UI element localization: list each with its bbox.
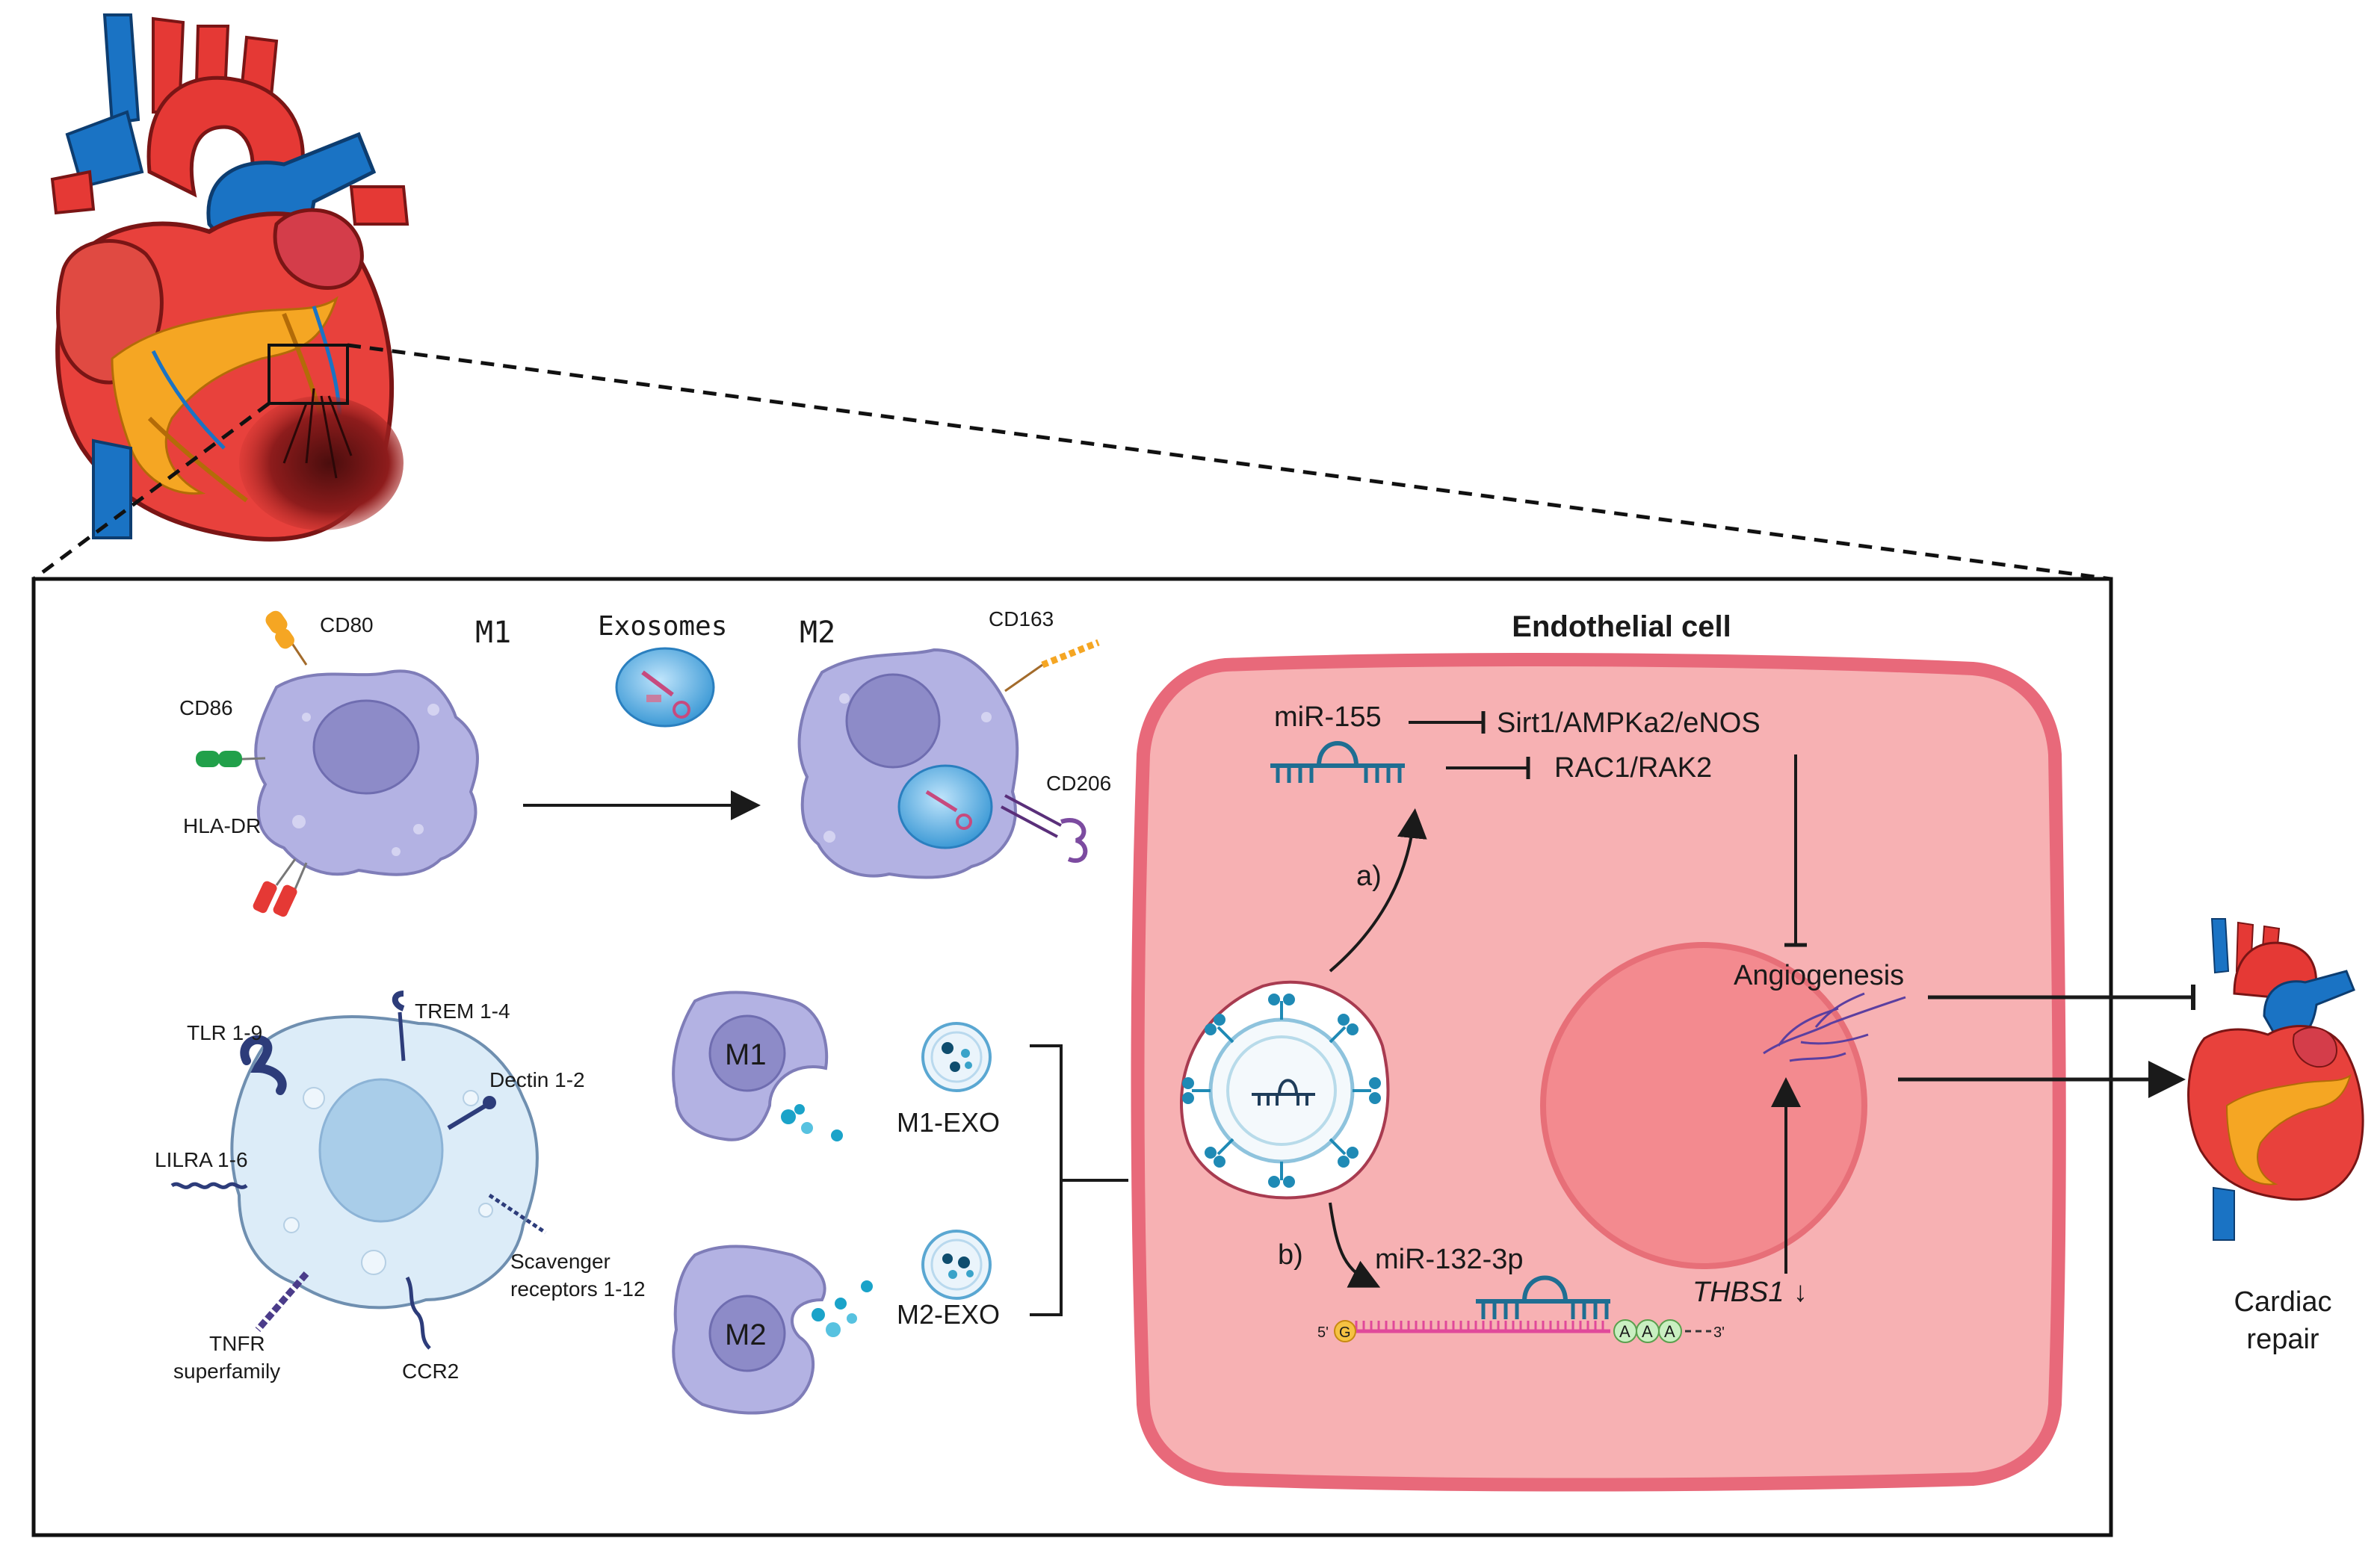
zoom-box xyxy=(268,344,349,405)
m2-exo-vesicle-icon xyxy=(921,1230,992,1300)
mir155-label: miR-155 xyxy=(1274,701,1382,733)
cd80-label: CD80 xyxy=(320,613,374,636)
tnfr-label-2: superfamily xyxy=(173,1360,280,1383)
poly-a-label-1: A xyxy=(1619,1322,1631,1341)
g-cap-label: G xyxy=(1339,1324,1351,1341)
poly-a-label-2: A xyxy=(1642,1322,1653,1341)
m2-exo-label: M2-EXO xyxy=(897,1299,1000,1330)
hla-dr-receptor-icon xyxy=(253,858,308,917)
scavenger-receptor-icon xyxy=(488,1193,547,1235)
tnfr-label-1: TNFR xyxy=(209,1332,265,1355)
trem-label: TREM 1-4 xyxy=(415,1000,510,1023)
cd206-label: CD206 xyxy=(1046,772,1111,795)
ccr2-receptor-icon xyxy=(405,1276,431,1350)
mrna-strand-icon xyxy=(1334,1275,1711,1343)
hla-dr-label: HLA-DR xyxy=(183,814,261,837)
dectin-receptor-icon xyxy=(447,1096,496,1130)
cd86-label: CD86 xyxy=(179,696,233,719)
cd86-receptor-icon xyxy=(196,751,266,767)
trem-receptor-icon xyxy=(392,991,406,1062)
rac1-label: RAC1/RAK2 xyxy=(1554,752,1712,784)
scavenger-label-2: receptors 1-12 xyxy=(510,1277,646,1301)
m1-macrophage-icon xyxy=(254,669,479,876)
lilra-receptor-icon xyxy=(170,1182,248,1189)
m1-exo-label: M1-EXO xyxy=(897,1107,1000,1138)
tnfr-receptor-icon xyxy=(255,1271,309,1332)
three-prime-label: 3' xyxy=(1713,1324,1725,1341)
m2-macrophage-icon xyxy=(797,648,1019,879)
endothelial-cell-title: Endothelial cell xyxy=(1512,610,1731,643)
pathway-a-arrow xyxy=(1329,808,1427,973)
ccr2-label: CCR2 xyxy=(402,1360,459,1383)
cardiac-repair-label-1: Cardiac xyxy=(2234,1286,2332,1318)
cd163-receptor-icon xyxy=(1004,639,1100,692)
scavenger-label-1: Scavenger xyxy=(510,1250,611,1273)
thbs1-label: THBS1 xyxy=(1693,1277,1784,1308)
poly-a-label-3: A xyxy=(1664,1322,1675,1341)
internalized-exosome-icon xyxy=(1179,980,1390,1200)
m1-title: M1 xyxy=(475,616,511,650)
cardiac-repair-label-2: repair xyxy=(2246,1324,2319,1355)
zoom-line-left xyxy=(32,401,271,581)
inhibit-cardiac-arrow xyxy=(1928,985,2195,1010)
pathway-a-label: a) xyxy=(1356,861,1382,892)
endothelial-nucleus xyxy=(1540,942,1867,1269)
m1-exo-vesicle-icon xyxy=(921,1022,992,1092)
m1-secreting-macrophage-icon xyxy=(672,991,843,1141)
pathway-b-label: b) xyxy=(1278,1239,1303,1271)
exosome-icon xyxy=(615,647,715,728)
m2-title: M2 xyxy=(800,616,835,650)
tlr-receptor-icon xyxy=(240,1035,287,1095)
mir132-label: miR-132-3p xyxy=(1375,1244,1524,1275)
five-prime-label: 5' xyxy=(1317,1324,1329,1341)
cd163-label: CD163 xyxy=(989,607,1054,630)
angiogenesis-label: Angiogenesis xyxy=(1734,960,1904,991)
inhibit-angiogenesis-arrow xyxy=(1784,754,1807,947)
vessel-icon xyxy=(1763,992,1906,1062)
monocyte-icon xyxy=(230,1015,539,1310)
zoom-line-right xyxy=(347,343,2112,581)
inhibit-sirt1-arrow xyxy=(1409,711,1486,734)
m2-secreting-macrophage-icon xyxy=(672,1245,873,1415)
dectin-label: Dectin 1-2 xyxy=(489,1068,585,1091)
small-heart-icon xyxy=(2187,918,2364,1241)
inhibit-rac1-arrow xyxy=(1446,757,1530,779)
pathway-b-arrow xyxy=(1329,1202,1381,1288)
cd80-receptor-icon xyxy=(265,610,308,666)
thbs1-down-arrow: ↓ xyxy=(1793,1277,1808,1308)
lilra-label: LILRA 1-6 xyxy=(155,1148,248,1171)
tlr-label: TLR 1-9 xyxy=(187,1021,262,1044)
m2-badge: M2 xyxy=(725,1318,767,1351)
exo-bracket xyxy=(1030,1044,1128,1316)
exosomes-label: Exosomes xyxy=(598,611,727,642)
mir155-hairpin-icon xyxy=(1270,741,1405,783)
cd206-receptor-icon xyxy=(1001,794,1088,863)
sirt1-label: Sirt1/AMPKa2/eNOS xyxy=(1497,707,1761,739)
heart-icon xyxy=(50,13,409,542)
m1-badge: M1 xyxy=(725,1038,767,1071)
detail-frame xyxy=(31,577,2113,1537)
